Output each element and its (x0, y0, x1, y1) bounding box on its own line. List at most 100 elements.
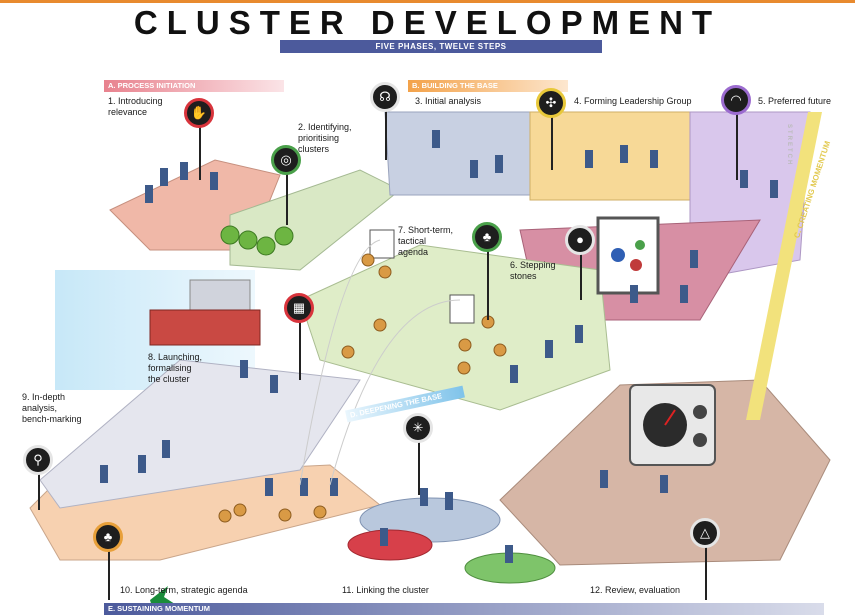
step-7-line-2: tactical (398, 236, 427, 246)
hoop-board-1 (369, 229, 395, 259)
person (265, 478, 273, 496)
tree-icon: ♣ (472, 222, 502, 252)
icon-pole (299, 320, 301, 380)
person (740, 170, 748, 188)
ball (341, 345, 355, 359)
subtitle-bar: FIVE PHASES, TWELVE STEPS (280, 40, 602, 53)
icon-pole (551, 110, 553, 170)
icon-pole (385, 110, 387, 160)
ball (278, 508, 292, 522)
person (145, 185, 153, 203)
person (575, 325, 583, 343)
person (445, 492, 453, 510)
microscope-icon: ⚲ (23, 445, 53, 475)
phase-banner-b: B. BUILDING THE BASE (408, 80, 568, 92)
person (420, 488, 428, 506)
person (545, 340, 553, 358)
compass-icon: △ (690, 518, 720, 548)
person (660, 475, 668, 493)
network-icon: ✳ (403, 413, 433, 443)
person (650, 150, 658, 168)
icon-pole (487, 250, 489, 320)
icon-pole (580, 250, 582, 300)
step-1-label: 1. Introducing relevance (108, 96, 163, 118)
puzzle-icon: ✣ (536, 88, 566, 118)
step-8-label: 8. Launching, formalising the cluster (148, 352, 202, 385)
person (770, 180, 778, 198)
icon-pole (108, 550, 110, 600)
person (510, 365, 518, 383)
step-10-label: 10. Long-term, strategic agenda (120, 585, 248, 595)
step-6-label: 6. Stepping stones (510, 260, 556, 282)
person (690, 250, 698, 268)
person (240, 360, 248, 378)
step-2-label: 2. Identifying, prioritising clusters (298, 122, 352, 155)
balls (218, 253, 507, 523)
platform-review (499, 379, 831, 566)
horizon-icon: ◠ (721, 85, 751, 115)
step-8-line-3: the cluster (148, 374, 190, 384)
ball (373, 318, 387, 332)
step-3-label: 3. Initial analysis (415, 96, 482, 106)
platform-analysis (384, 111, 531, 196)
person (470, 160, 478, 178)
step-1-line-1: 1. Introducing (108, 96, 163, 106)
step-8-line-2: formalising (148, 363, 192, 373)
step-4-label: 4. Forming Leadership Group (574, 96, 692, 106)
step-2-line-1: 2. Identifying, (298, 122, 352, 132)
step-9-line-2: analysis, (22, 403, 58, 413)
phase-banner-e: E. SUSTAINING MOMENTUM (104, 603, 824, 615)
tree (274, 226, 294, 246)
step-12-label: 12. Review, evaluation (590, 585, 681, 595)
dashboard-knob-1 (693, 405, 707, 419)
step-8-line-1: 8. Launching, (148, 352, 203, 362)
person (180, 162, 188, 180)
screen-disc-blue (611, 248, 625, 262)
platform-benchmark (39, 359, 361, 509)
icon-pole (705, 545, 707, 600)
step-11-label: 11. Linking the cluster (342, 585, 429, 595)
trees (220, 225, 294, 256)
person (380, 528, 388, 546)
tree (238, 230, 258, 250)
ball (313, 505, 327, 519)
step-2-line-3: clusters (298, 144, 330, 154)
step-7-line-3: agenda (398, 247, 429, 257)
step-7-line-1: 7. Short-term, (398, 225, 454, 235)
step-9-line-3: bench-marking (22, 414, 82, 424)
ball (233, 503, 247, 517)
person (100, 465, 108, 483)
ball (493, 343, 507, 357)
ball (457, 361, 471, 375)
icon-pole (38, 470, 40, 510)
tree (256, 236, 276, 256)
icon-pole (736, 110, 738, 180)
icon-pole (286, 165, 288, 225)
dashboard-knob-2 (693, 433, 707, 447)
person (210, 172, 218, 190)
step-9-label: 9. In-depth analysis, bench-marking (22, 392, 82, 425)
phase-banner-a: A. PROCESS INITIATION (104, 80, 284, 92)
screen-disc-red (630, 259, 642, 271)
person (330, 478, 338, 496)
platform-leadership (529, 111, 691, 201)
person (630, 285, 638, 303)
ring-red (347, 529, 433, 561)
step-6-line-1: 6. Stepping (510, 260, 556, 270)
trajectory-arc (299, 239, 381, 486)
stethoscope-icon: ☊ (370, 82, 400, 112)
page-title: CLUSTER DEVELOPMENT (133, 4, 722, 41)
launch-building-base (149, 309, 261, 346)
stones-icon: ● (565, 225, 595, 255)
screen-disc-green (635, 240, 645, 250)
people (100, 130, 778, 563)
watermark-text: STRETCH (786, 124, 792, 167)
ball (218, 509, 232, 523)
step-7-label: 7. Short-term, tactical agenda (398, 225, 453, 258)
ball (378, 265, 392, 279)
step-9-line-1: 9. In-depth (22, 392, 66, 402)
step-6-line-2: stones (510, 271, 537, 281)
trajectory-arc (329, 299, 461, 486)
